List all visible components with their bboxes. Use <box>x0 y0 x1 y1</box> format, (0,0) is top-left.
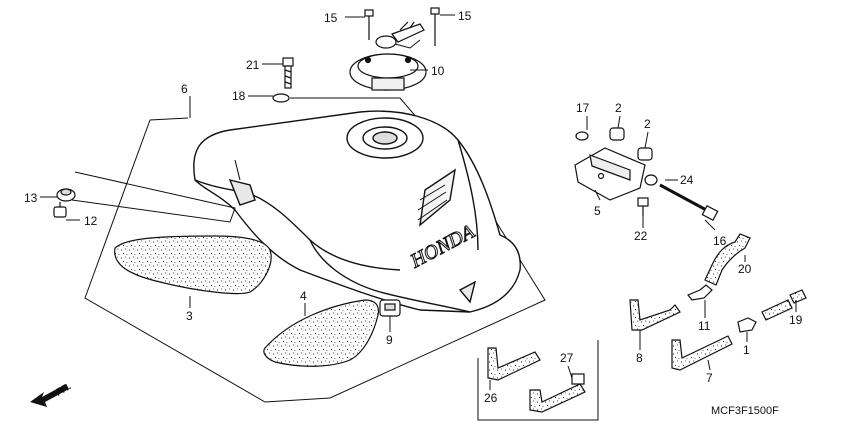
bolt-15-left <box>364 9 374 40</box>
callout-15-right: 15 <box>458 9 472 23</box>
callout-19: 19 <box>789 313 803 327</box>
callout-22: 22 <box>634 229 648 243</box>
tube-19 <box>761 289 807 321</box>
callout-18: 18 <box>232 89 246 103</box>
bolt-21 <box>282 57 294 89</box>
callout-16: 16 <box>713 234 727 248</box>
bolt-22 <box>637 197 649 216</box>
grommet-13 <box>56 188 76 202</box>
tube-26 <box>487 347 541 381</box>
tube-20 <box>704 233 751 286</box>
knee-pad-3 <box>114 235 272 295</box>
tube-7 <box>671 335 733 371</box>
callout-8: 8 <box>636 351 643 365</box>
front-direction-arrow: FR. <box>30 381 73 407</box>
callout-5: 5 <box>594 204 601 218</box>
callout-10: 10 <box>431 64 445 78</box>
callout-15-left: 15 <box>324 11 338 25</box>
callout-20: 20 <box>738 262 752 276</box>
callout-27: 27 <box>560 351 574 365</box>
callout-26: 26 <box>484 391 498 405</box>
callout-6: 6 <box>181 82 188 96</box>
callout-2-upper: 2 <box>615 101 622 115</box>
fuel-cap-assembly <box>349 21 427 91</box>
knee-pad-4 <box>263 299 380 367</box>
callout-7: 7 <box>706 371 713 385</box>
callout-1: 1 <box>743 343 750 357</box>
callout-2-lower: 2 <box>644 117 651 131</box>
leader-lines <box>40 14 797 390</box>
tube-27 <box>529 373 586 413</box>
cushion-12 <box>53 202 67 218</box>
bracket-5 <box>574 147 646 201</box>
callout-17: 17 <box>576 101 590 115</box>
bolt-16 <box>659 183 719 222</box>
callout-11: 11 <box>698 319 711 333</box>
callout-24: 24 <box>680 173 694 187</box>
callout-4: 4 <box>300 289 307 303</box>
callout-13: 13 <box>24 191 38 205</box>
callout-9: 9 <box>386 333 393 347</box>
diagram-code: MCF3F1500F <box>711 405 779 417</box>
tube-8 <box>629 299 681 331</box>
callout-3: 3 <box>186 309 193 323</box>
clip-9 <box>379 299 401 317</box>
washer-18 <box>272 93 290 103</box>
washer-24 <box>644 174 658 186</box>
joint-11 <box>687 284 713 301</box>
callout-21: 21 <box>246 58 260 72</box>
callout-12: 12 <box>84 214 98 228</box>
fuel-tank <box>193 110 521 313</box>
bushing-2-lower <box>637 147 653 161</box>
front-direction-label: FR. <box>54 381 73 399</box>
collar-17 <box>575 131 589 141</box>
bolt-15-right <box>430 7 440 46</box>
joint-1 <box>737 317 757 333</box>
bushing-2-upper <box>609 127 625 141</box>
